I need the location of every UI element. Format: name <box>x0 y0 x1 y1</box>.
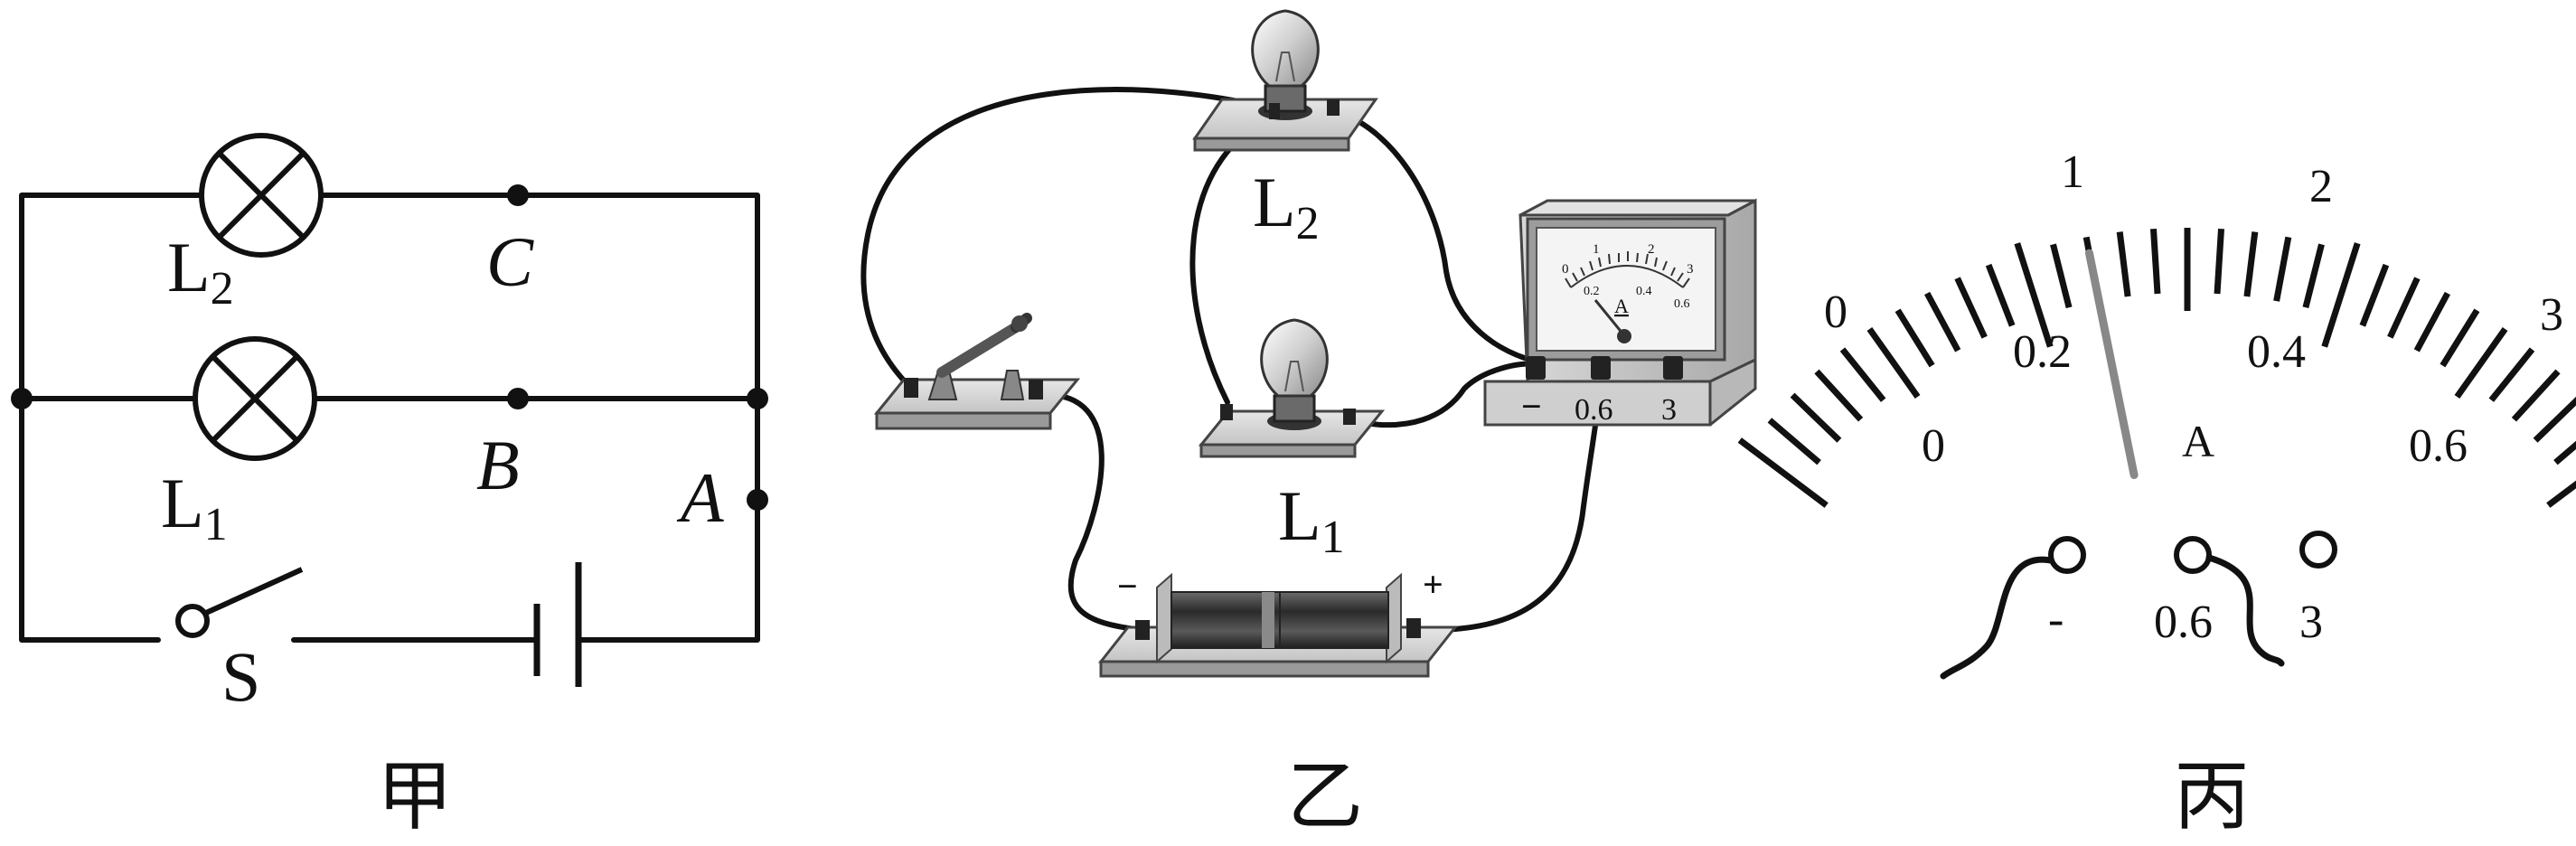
dial-lead-neg <box>1940 556 2054 680</box>
lamp-l1-symbol <box>193 336 317 461</box>
right-junction-dot <box>747 388 768 409</box>
label-a: A <box>676 458 724 537</box>
svg-text:A: A <box>1614 295 1629 317</box>
dial-terminal-3-label: 3 <box>2299 597 2323 648</box>
dial-tick <box>2321 242 2361 348</box>
svg-text:0.4: 0.4 <box>1636 285 1652 298</box>
battery-device: − + <box>1097 564 1459 678</box>
bulb-l2-device <box>1192 9 1378 152</box>
wire-switch-to-battery-neg <box>1037 391 1143 633</box>
dial-tick <box>2440 308 2480 368</box>
dial-top-label-2: 2 <box>2309 161 2333 212</box>
dial-tick <box>2116 231 2131 297</box>
dial-tick <box>1985 263 2016 327</box>
svg-text:0.6: 0.6 <box>1674 297 1690 311</box>
physical-circuit-panel: L2 L1 <box>860 9 1757 840</box>
label-c: C <box>486 222 534 301</box>
dial-tick <box>2302 243 2325 309</box>
dial-tick <box>2214 228 2224 295</box>
dial-bottom-label-0: 0 <box>1922 420 1945 472</box>
battery-neg-label: − <box>1117 566 1138 606</box>
dial-top-label-0: 0 <box>1824 287 1847 338</box>
ammeter-dial-panel: 0 1 2 3 0 0.2 0.4 0.6 A - 0.6 3 丙 <box>1737 146 2576 840</box>
ammeter-device: 0 1 2 3 0.2 0.4 0.6 A − 0.6 3 <box>1483 198 1757 427</box>
svg-text:1: 1 <box>1593 242 1600 257</box>
dial-tick <box>2553 440 2576 465</box>
dial-bottom-label-02: 0.2 <box>2013 326 2072 378</box>
caption-jia: 甲 <box>377 756 453 840</box>
caption-yi: 乙 <box>1287 756 1363 840</box>
svg-text:2: 2 <box>1648 242 1655 257</box>
left-junction-dot <box>11 388 33 409</box>
device-label-l1: L1 <box>1278 476 1345 563</box>
dial-tick <box>1924 291 1961 352</box>
device-label-l2: L2 <box>1253 163 1320 249</box>
ammeter-terminal-06: 0.6 <box>1575 393 1613 427</box>
dial-tick <box>2359 263 2390 327</box>
dial-top-label-3: 3 <box>2540 289 2563 341</box>
dial-tick <box>2150 228 2161 295</box>
dial-tick <box>2511 369 2561 422</box>
wire-l2-to-switch <box>860 87 1283 391</box>
dial-tick <box>2273 236 2292 302</box>
dial-tick <box>1790 392 1842 443</box>
dial-unit-label: A <box>2182 416 2214 466</box>
bulb-l1-device <box>1198 318 1386 458</box>
wire-l2-to-meter-neg <box>1330 108 1539 364</box>
node-c-dot <box>507 184 529 206</box>
dial-tick <box>2546 480 2576 508</box>
dial-tick <box>1814 369 1864 422</box>
dial-tick <box>2533 396 2576 443</box>
node-b-dot <box>507 388 529 409</box>
dial-tick <box>2413 291 2450 352</box>
svg-text:3: 3 <box>1687 262 1694 277</box>
dial-bottom-label-04: 0.4 <box>2247 326 2306 378</box>
dial-ticks <box>1737 228 2576 508</box>
label-b: B <box>476 426 520 504</box>
switch-s-symbol <box>175 567 304 638</box>
dial-top-label-1: 1 <box>2061 146 2084 198</box>
dial-lead-06 <box>2205 554 2285 667</box>
dial-tick <box>2488 347 2535 402</box>
dial-bottom-label-06: 0.6 <box>2409 420 2468 472</box>
ammeter-terminal-neg: − <box>1521 386 1542 427</box>
dial-tick <box>1954 277 1988 339</box>
ammeter-mini-scale: 0 1 2 3 0.2 0.4 0.6 A <box>1562 242 1694 343</box>
dial-terminal-3 <box>2299 531 2337 569</box>
schematic-panel: L2 L1 C B A S 甲 <box>11 133 768 840</box>
dial-needle <box>2085 249 2139 479</box>
dial-tick <box>2243 231 2259 297</box>
svg-text:0.2: 0.2 <box>1584 285 1600 298</box>
node-a-dot <box>747 489 768 511</box>
schematic-outer-wire <box>19 193 760 643</box>
dial-tick <box>2050 243 2073 309</box>
ammeter-terminal-3: 3 <box>1661 393 1677 427</box>
dial-tick <box>2387 277 2421 339</box>
dial-tick <box>2454 326 2508 400</box>
dial-tick <box>1737 437 1829 508</box>
label-s: S <box>221 637 260 716</box>
dial-tick <box>1894 308 1935 368</box>
label-l2: L2 <box>167 228 234 315</box>
dial-tick <box>2014 242 2054 348</box>
dial-terminal-06 <box>2174 536 2212 574</box>
dial-terminal-neg-label: - <box>2048 594 2064 645</box>
dial-tick <box>1866 326 1921 400</box>
dial-terminal-06-label: 0.6 <box>2154 597 2213 648</box>
lamp-l2-symbol <box>199 133 324 258</box>
battery-pos-label: + <box>1423 564 1443 605</box>
dial-tick <box>1767 418 1821 465</box>
wire-l1-to-meter-neg <box>1347 361 1539 428</box>
svg-text:0: 0 <box>1562 262 1569 277</box>
dial-terminal-neg <box>2048 536 2086 574</box>
caption-bing: 丙 <box>2174 756 2250 840</box>
switch-device <box>873 313 1081 430</box>
label-l1: L1 <box>161 464 228 550</box>
dial-tick <box>1839 347 1886 402</box>
